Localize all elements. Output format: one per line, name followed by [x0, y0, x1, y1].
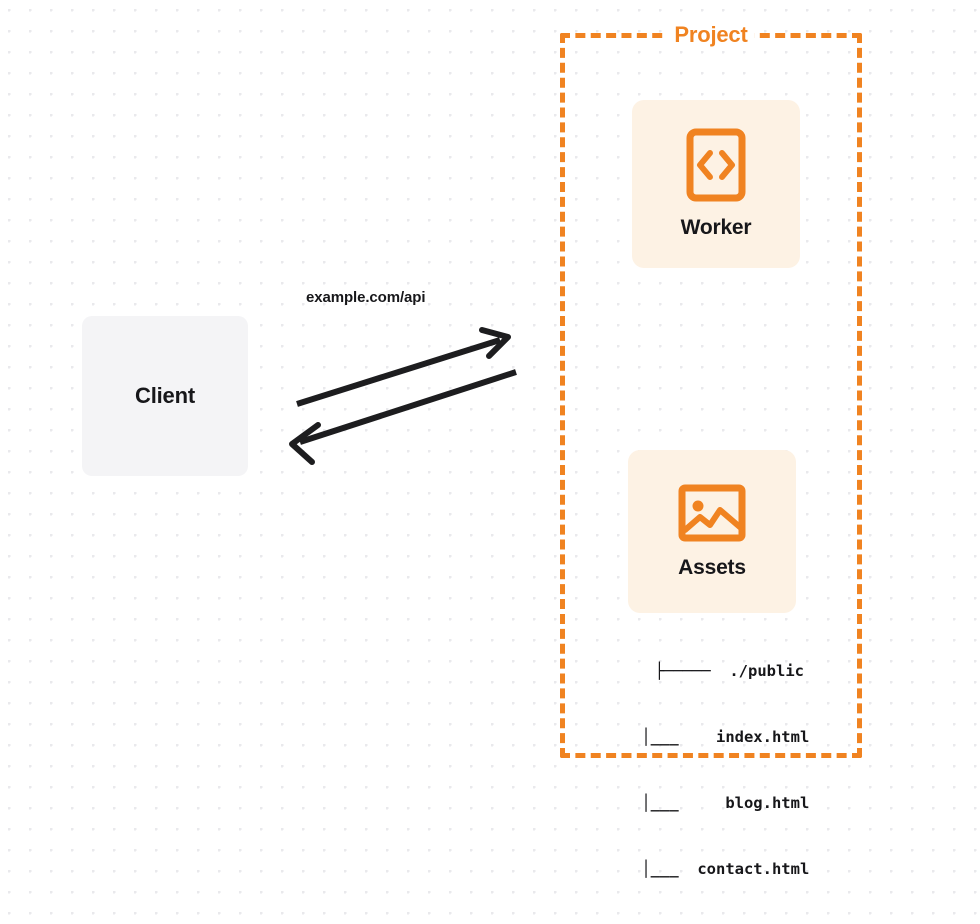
diagram-canvas: Client example.com/api Project Worker [82, 22, 862, 878]
request-arrow [296, 327, 511, 407]
client-node[interactable]: Client [82, 316, 248, 476]
connection-label: example.com/api [306, 289, 426, 306]
code-brackets-icon [686, 128, 746, 202]
assets-card[interactable]: Assets [628, 450, 796, 613]
worker-card-label: Worker [680, 216, 752, 239]
image-picture-icon [678, 484, 746, 542]
project-container: Project [560, 22, 862, 758]
file-tree-line: ├───── ./public [654, 662, 804, 680]
assets-card-label: Assets [678, 555, 746, 579]
file-tree-line: │___ index.html [604, 728, 810, 746]
client-node-label: Client [135, 383, 195, 408]
project-title: Project [667, 22, 755, 48]
response-arrow [289, 369, 517, 465]
assets-file-tree: ├───── ./public │___ index.html │___ blo… [604, 616, 810, 924]
file-tree-line: │___ contact.html [604, 860, 810, 878]
file-tree-line: │___ blog.html [604, 794, 810, 812]
worker-card[interactable]: Worker [632, 100, 800, 268]
